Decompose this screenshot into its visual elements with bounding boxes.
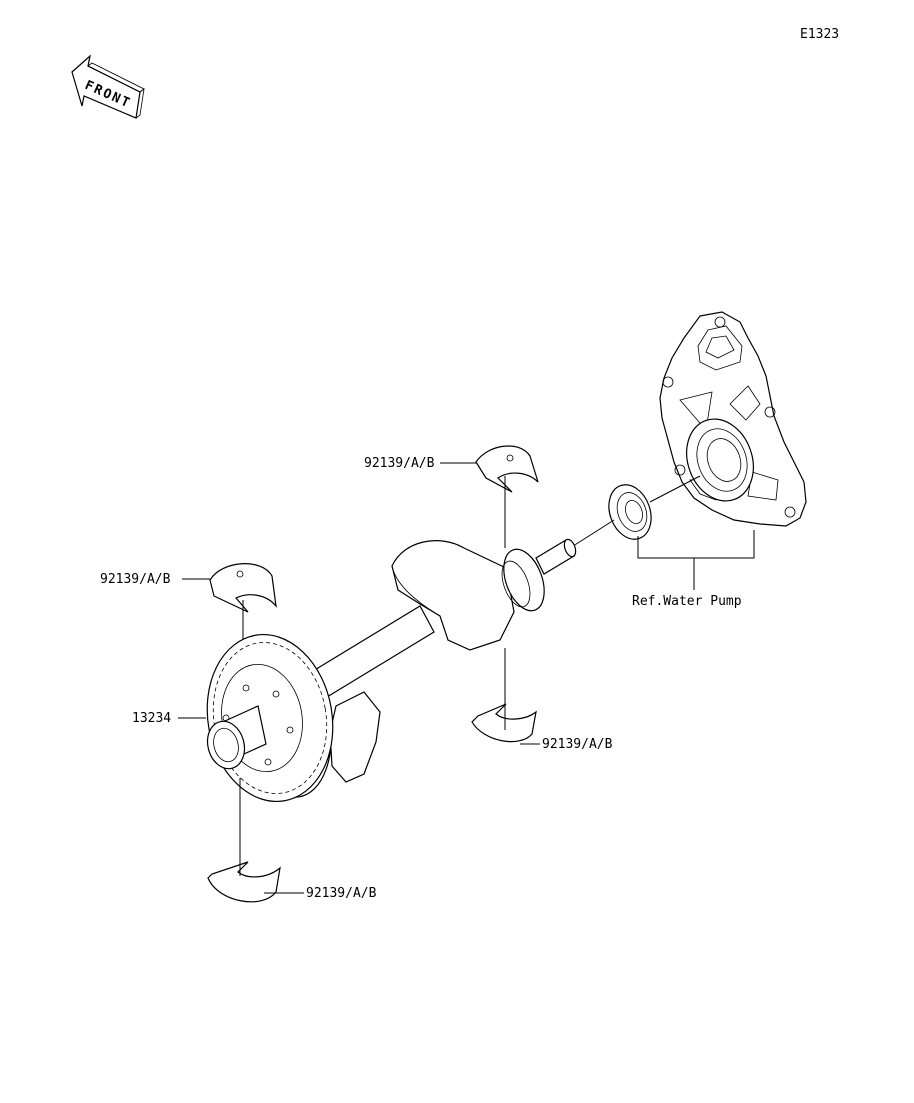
label-bearing-left: 92139/A/B: [100, 572, 171, 587]
water-pump-cover: [659, 311, 807, 527]
ref-water-pump-label: Ref.Water Pump: [632, 594, 742, 609]
bearing-shell-top: [475, 445, 539, 493]
bearing-shell-bottom: [207, 861, 281, 903]
oil-seal: [608, 484, 652, 540]
bearing-shell-left: [209, 563, 277, 613]
balancer-gear: [206, 633, 334, 803]
label-gear: 13234: [132, 711, 171, 726]
label-bearing-top: 92139/A/B: [364, 456, 435, 471]
label-bearing-bottom: 92139/A/B: [306, 886, 377, 901]
front-arrow-icon: FRONT: [71, 54, 145, 119]
bearing-shell-right-lower: [471, 703, 537, 743]
label-bearing-right-lower: 92139/A/B: [542, 737, 613, 752]
diagram-code: E1323: [800, 27, 839, 42]
